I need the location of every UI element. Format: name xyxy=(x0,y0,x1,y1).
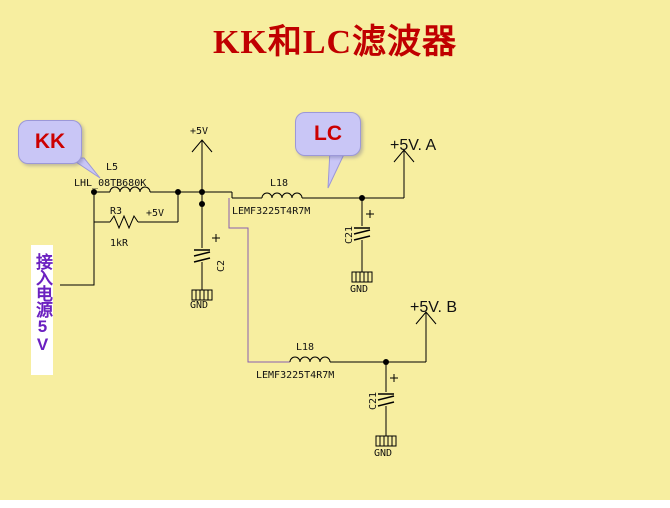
l5-part-label: LHL_08TB680K xyxy=(74,178,146,189)
r3-supply-label: +5V xyxy=(146,208,164,219)
gnd-label: GND xyxy=(350,284,368,295)
ground-icon xyxy=(351,271,373,283)
input-wire xyxy=(60,191,110,286)
lc-a-ref-label: L18 xyxy=(270,178,288,189)
r3-value-label: 1kR xyxy=(110,238,129,249)
c2-ref-label: C2 xyxy=(216,260,227,272)
capacitor-c21-a xyxy=(353,210,374,241)
supply-arrow-icon xyxy=(191,139,213,153)
capacitor-c21-b xyxy=(377,374,398,407)
l5-ref-label: L5 xyxy=(106,162,118,173)
lc-a-cap-label: C21 xyxy=(344,226,355,244)
ground-icon xyxy=(191,289,213,301)
lc-a-part-label: LEMF3225T4R7M xyxy=(232,206,310,217)
resistor-r3 xyxy=(109,214,139,230)
r3-ref-label: R3 xyxy=(110,206,122,217)
lc-b-part-label: LEMF3225T4R7M xyxy=(256,370,334,381)
inductor-l18-b xyxy=(289,356,331,363)
callout-kk: KK xyxy=(18,120,82,164)
lc-a-out-label: +5V. A xyxy=(390,137,436,154)
power-input-label: 接入电源5V xyxy=(31,245,53,375)
gnd-label: GND xyxy=(190,300,208,311)
supply-arrow-icon xyxy=(393,149,415,163)
slide-title: KK和LC滤波器 xyxy=(212,24,458,61)
ground-icon xyxy=(375,435,397,447)
branch-wire xyxy=(228,198,290,363)
junction-dot xyxy=(91,189,97,195)
lc-b-ref-label: L18 xyxy=(296,342,314,353)
capacitor-c2 xyxy=(193,234,220,263)
junction-dot xyxy=(175,189,181,195)
bottom-band xyxy=(0,500,670,508)
top-supply-label: +5V xyxy=(190,126,208,137)
inductor-l5 xyxy=(109,186,151,193)
lc-b-cap-label: C21 xyxy=(368,392,379,410)
gnd-label: GND xyxy=(374,448,392,459)
supply-arrow-icon xyxy=(415,311,437,325)
inductor-l18-a xyxy=(261,192,303,199)
lc-b-out-label: +5V. B xyxy=(410,299,457,316)
callout-lc: LC xyxy=(295,112,361,156)
